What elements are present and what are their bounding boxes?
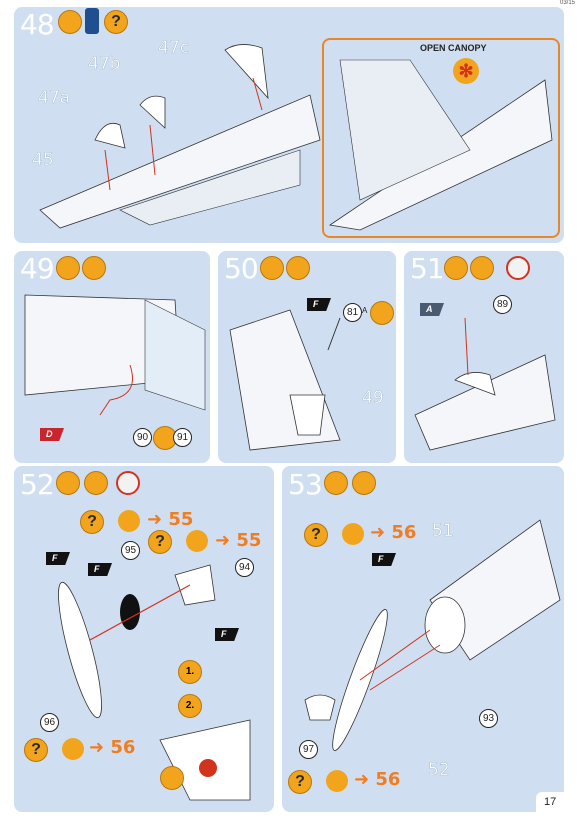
callout-94: 94 — [235, 558, 254, 577]
help-icon: ? — [80, 510, 104, 534]
decal-tag-f: F — [46, 552, 70, 565]
callout-81: 81 — [343, 303, 362, 322]
part-label-47c: 47c — [158, 38, 189, 58]
glue-icon — [160, 766, 184, 790]
goto-step-55-link[interactable]: ➜ 55 — [147, 509, 194, 530]
part-label-52: 52 — [428, 760, 450, 780]
decal-tag-a: A — [420, 303, 444, 316]
callout-95: 95 — [121, 541, 140, 560]
glue-icon — [260, 256, 284, 280]
glue-icon — [444, 256, 468, 280]
part-box-icon — [326, 770, 348, 792]
part-label-47b: 47b — [88, 54, 121, 74]
decal-tag-f: F — [215, 628, 239, 641]
step-number: 49 — [20, 252, 55, 285]
help-icon: ? — [288, 770, 312, 794]
step-number: 52 — [20, 468, 55, 501]
clock-icon — [506, 256, 530, 280]
goto-step-56-link[interactable]: ➜ 56 — [370, 522, 417, 543]
paintbrush-icon — [352, 471, 376, 495]
goto-step-55-link[interactable]: ➜ 55 — [215, 530, 262, 551]
part-box-icon — [342, 523, 364, 545]
goto-target: 56 — [391, 522, 417, 543]
goto-target: 56 — [110, 737, 136, 758]
help-icon: ? — [148, 530, 172, 554]
help-icon: ? — [304, 523, 328, 547]
goto-target: 56 — [375, 769, 401, 790]
sub-step-1-badge: 1. — [178, 660, 202, 684]
goto-step-56-link[interactable]: ➜ 56 — [89, 737, 136, 758]
part-label-45: 45 — [32, 150, 54, 170]
callout-suffix-a: A — [362, 306, 368, 315]
part-label-49: 49 — [362, 388, 384, 408]
step-53-panel — [282, 466, 564, 812]
part-box-icon — [118, 510, 140, 532]
open-canopy-title: OPEN CANOPY — [420, 43, 487, 53]
decal-tag-f: F — [372, 553, 396, 566]
step-number: 53 — [288, 468, 323, 501]
decal-tag-f: F — [88, 563, 112, 576]
paintbrush-icon — [82, 256, 106, 280]
part-label-51: 51 — [432, 521, 454, 541]
glue-icon — [56, 471, 80, 495]
part-box-icon — [62, 738, 84, 760]
paintbrush-icon — [84, 471, 108, 495]
page-number: 17 — [544, 796, 557, 808]
rotate-icon — [153, 426, 177, 450]
clock-icon — [116, 471, 140, 495]
callout-97: 97 — [299, 740, 318, 759]
callout-93: 93 — [479, 709, 498, 728]
paintbrush-icon — [470, 256, 494, 280]
goto-target: 55 — [236, 530, 262, 551]
rotate-icon — [370, 301, 394, 325]
page-number-box — [536, 792, 566, 812]
help-icon: ? — [104, 10, 128, 34]
corner-code: 03/15 — [559, 0, 575, 6]
callout-91: 91 — [173, 428, 192, 447]
paint-bottle-icon — [85, 8, 99, 34]
step-number: 48 — [20, 8, 55, 41]
part-label-47a: 47a — [38, 88, 71, 108]
callout-96: 96 — [40, 713, 59, 732]
glue-icon — [324, 471, 348, 495]
part-box-icon — [186, 530, 208, 552]
open-canopy-symbol: ✻ — [453, 58, 479, 84]
goto-target: 55 — [168, 509, 194, 530]
help-icon: ? — [24, 738, 48, 762]
decal-tag-f: F — [307, 298, 331, 311]
sub-step-2-badge: 2. — [178, 694, 202, 718]
callout-89: 89 — [493, 295, 512, 314]
step-number: 51 — [410, 252, 445, 285]
goto-step-56-link[interactable]: ➜ 56 — [354, 769, 401, 790]
glue-icon — [58, 10, 82, 34]
callout-90: 90 — [133, 428, 152, 447]
decal-tag-d: D — [40, 428, 64, 441]
paintbrush-icon — [286, 256, 310, 280]
glue-icon — [56, 256, 80, 280]
step-number: 50 — [224, 252, 259, 285]
